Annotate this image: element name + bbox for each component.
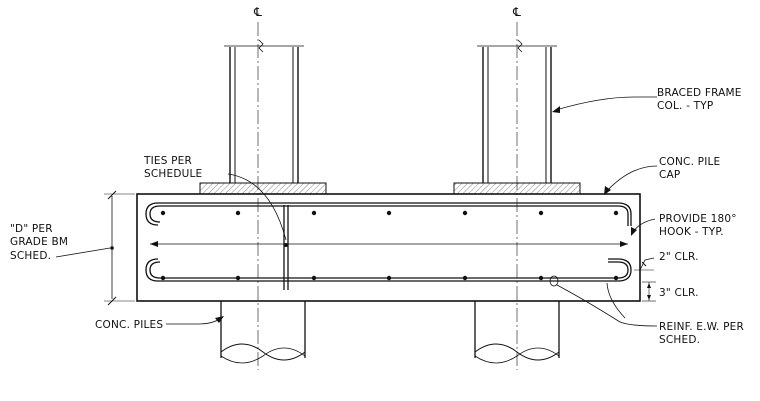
label-grade-bm-2: GRADE BM xyxy=(10,236,68,248)
label-hook-1: PROVIDE 180° xyxy=(659,213,737,225)
label-pile-cap-2: CAP xyxy=(659,169,680,181)
label-clr-2: 2" CLR. xyxy=(659,251,699,263)
label-grade-bm-1: "D" PER xyxy=(10,223,53,235)
depth-dimension xyxy=(55,190,135,306)
pile-left xyxy=(220,301,306,364)
label-ties-1: TIES PER xyxy=(143,155,192,167)
pile-cap-outline xyxy=(136,193,641,302)
label-clr-3: 3" CLR. xyxy=(659,287,699,299)
centerline-symbol-left: ℄ xyxy=(253,5,262,19)
label-braced-frame-2: COL. - TYP xyxy=(657,100,713,112)
leader-lines xyxy=(166,96,658,327)
rebar-dots-top xyxy=(160,210,619,216)
pile-right xyxy=(474,301,560,364)
centerline-symbol-right: ℄ xyxy=(512,5,521,19)
braced-frame-column-left xyxy=(224,39,304,183)
label-grade-bm-3: SCHED. xyxy=(10,250,51,262)
rebar-top xyxy=(145,202,632,226)
braced-frame-column-right xyxy=(477,39,557,183)
rebar-dots-bottom xyxy=(160,275,619,281)
ties xyxy=(283,205,289,290)
label-conc-piles: CONC. PILES xyxy=(95,319,163,331)
base-plate-right xyxy=(453,182,581,195)
label-hook-2: HOOK - TYP. xyxy=(659,226,724,238)
label-pile-cap-1: CONC. PILE xyxy=(659,156,720,168)
label-reinf-1: REINF. E.W. PER xyxy=(659,321,744,333)
label-reinf-2: SCHED. xyxy=(659,334,700,346)
side-bar-arrow-right xyxy=(620,241,628,247)
label-braced-frame-1: BRACED FRAME xyxy=(657,87,742,99)
label-ties-2: SCHEDULE xyxy=(144,168,202,180)
side-bar-arrow-left xyxy=(150,241,158,247)
